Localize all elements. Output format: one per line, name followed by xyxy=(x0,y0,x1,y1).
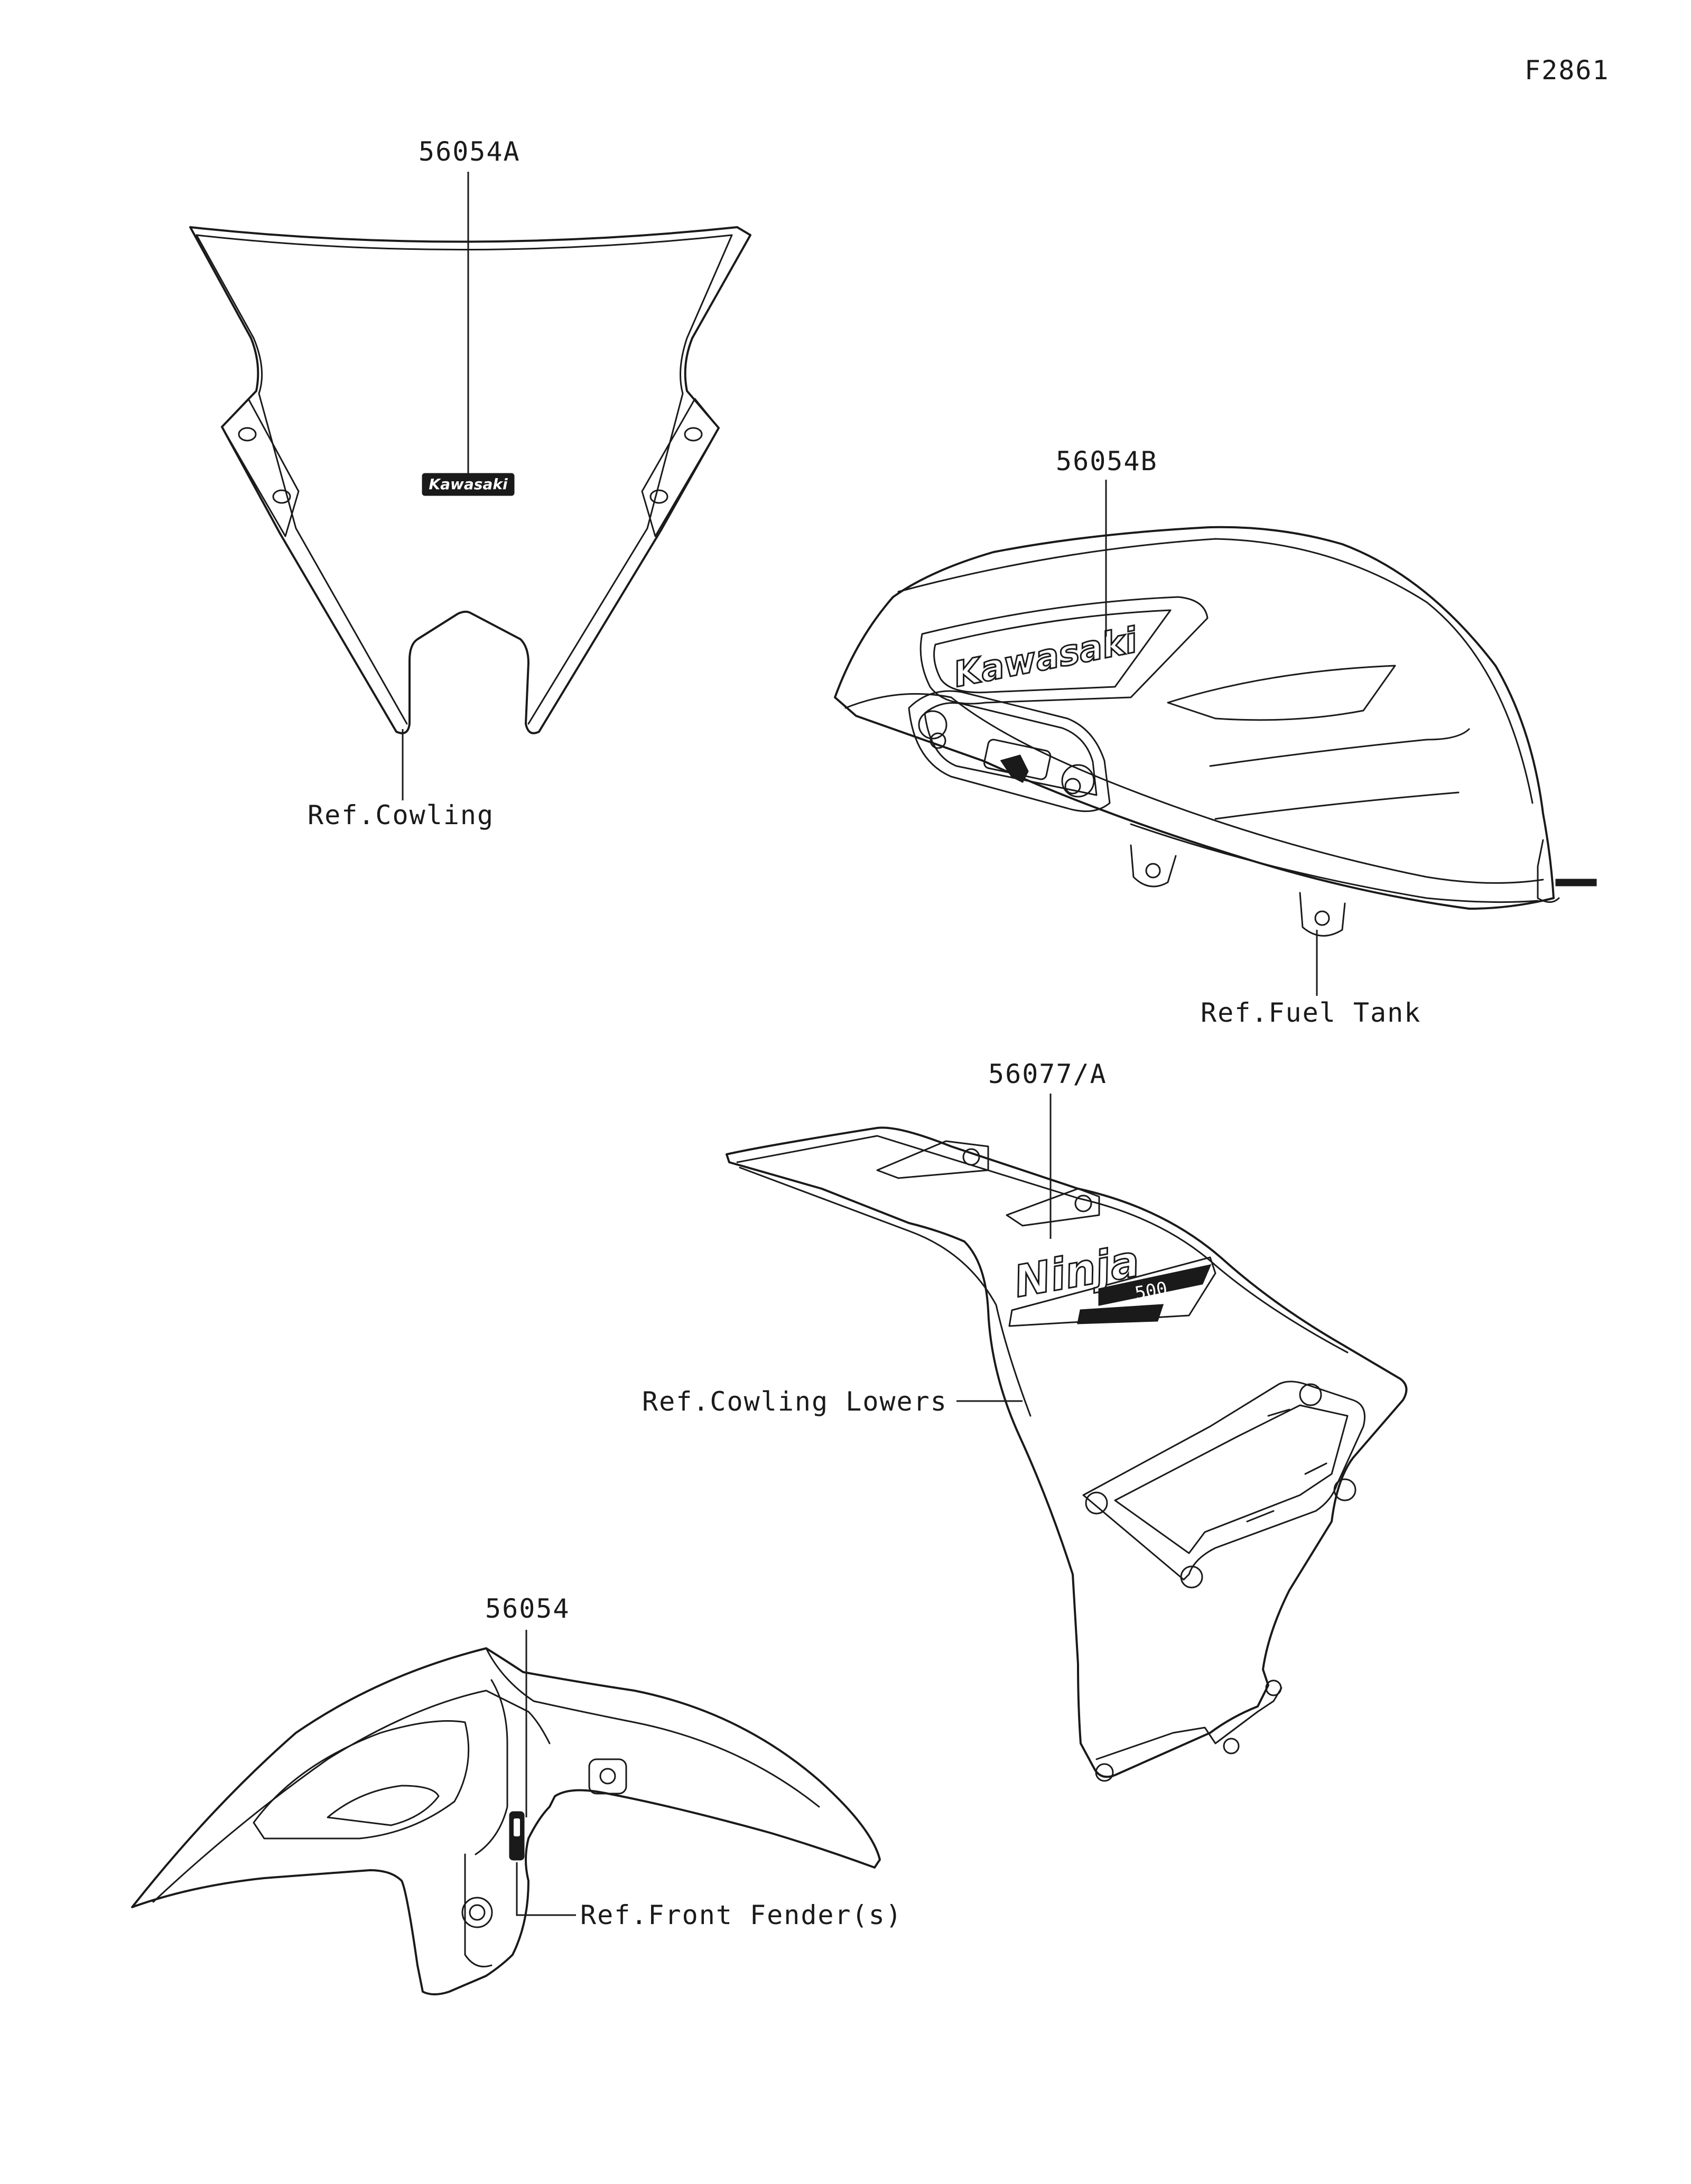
tank-cap-bracket xyxy=(908,690,1111,813)
cowling-lower-outline xyxy=(726,1126,1408,1778)
callout-ref-cowling: Ref.Cowling xyxy=(308,800,495,830)
cowling-upper-tab xyxy=(876,1140,989,1179)
windshield-top-band xyxy=(196,234,733,250)
ninja-decal-stripe xyxy=(1098,1264,1212,1306)
tank-fitting-right-inner xyxy=(1064,778,1081,795)
tank-lower-seam xyxy=(1130,823,1539,903)
tank-mount-tab-front xyxy=(1130,844,1177,888)
windshield-inner-right xyxy=(527,234,733,725)
leader-ref-front-fender xyxy=(516,1862,576,1916)
windshield-decal-logo: Kawasaki xyxy=(429,475,508,493)
mount-hole-left-lower xyxy=(272,489,291,504)
cowling-vent-slot-1 xyxy=(1267,1408,1290,1417)
tank-crease-2 xyxy=(1214,791,1460,820)
tank-hose xyxy=(1555,879,1597,886)
callout-ref-fuel-tank: Ref.Fuel Tank xyxy=(1201,997,1421,1028)
ninja-decal-hatch xyxy=(1077,1304,1164,1324)
cowling-vent-grommet-bottom xyxy=(1180,1565,1203,1589)
fender-mount-hole xyxy=(599,1768,616,1785)
windshield-inner-left xyxy=(196,234,408,725)
cowling-vent-grommet-right xyxy=(1333,1478,1356,1501)
fender-side-panel xyxy=(475,1679,508,1855)
tank-side-seam xyxy=(844,693,1544,884)
figure-code: F2861 xyxy=(1525,55,1610,86)
mount-hole-right-upper xyxy=(684,427,703,442)
fuel-tank-drawing: Kawasaki xyxy=(834,526,1597,937)
cowling-bottom-hole-left xyxy=(1095,1763,1114,1782)
cowling-bottom-bracket xyxy=(1095,1687,1283,1760)
front-fender-drawing xyxy=(131,1647,881,1995)
callout-56077a: 56077/A xyxy=(988,1059,1107,1089)
cowling-bottom-hole-right xyxy=(1265,1679,1282,1696)
cowling-upper-tab-hole xyxy=(962,1148,980,1166)
tank-knee-recess xyxy=(1167,665,1396,721)
fender-mount-tab xyxy=(588,1758,627,1795)
callout-56054: 56054 xyxy=(485,1593,570,1624)
tank-decal-logo: Kawasaki xyxy=(950,620,1141,695)
windshield-mount-right xyxy=(641,398,720,537)
callout-56054a: 56054A xyxy=(419,136,521,167)
tank-fitting-left-inner xyxy=(930,732,946,749)
cowling-vent-grommet-top xyxy=(1299,1383,1322,1406)
ninja-decal-plate xyxy=(1008,1256,1216,1327)
tank-rear-tab xyxy=(1537,839,1560,903)
mount-hole-left-upper xyxy=(238,427,257,442)
tank-fitting-left xyxy=(918,710,947,740)
cowling-vent-slot-2 xyxy=(1304,1462,1327,1475)
tank-mount-tab-rear xyxy=(1299,892,1346,937)
tank-cap-bracket-inner xyxy=(924,702,1098,796)
fender-bolt-boss xyxy=(461,1897,493,1928)
tank-outline xyxy=(834,526,1555,910)
fender-left-scoop-inner xyxy=(327,1785,440,1826)
mount-hole-right-lower xyxy=(649,489,668,504)
fender-left-scoop xyxy=(253,1720,470,1840)
windshield-mount-left xyxy=(221,398,300,537)
cowling-mid-tab xyxy=(1006,1188,1100,1227)
cowling-mid-tab-hole xyxy=(1074,1194,1092,1212)
cowling-vent-opening xyxy=(1114,1404,1349,1554)
tank-top-seam xyxy=(897,538,1534,804)
fender-leg xyxy=(464,1853,493,1967)
callout-ref-front-fender: Ref.Front Fender(s) xyxy=(580,1900,903,1930)
windshield-drawing: Kawasaki xyxy=(189,226,751,734)
cowling-vent-slot-3 xyxy=(1246,1510,1275,1523)
tank-latch-mark xyxy=(1000,754,1029,783)
tank-crease-1 xyxy=(1209,728,1470,767)
cowling-lower-inner-curve xyxy=(739,1166,1032,1417)
fender-top-ridge xyxy=(485,1647,820,1808)
tank-mount-hole-front xyxy=(1145,863,1161,879)
tank-mount-hole-rear xyxy=(1314,910,1330,926)
tank-decal-panel-inner xyxy=(933,609,1172,694)
cowling-vent-grommet-left xyxy=(1085,1491,1108,1515)
callout-56054b: 56054B xyxy=(1056,446,1158,477)
tank-decal-panel xyxy=(919,596,1209,705)
fender-bolt-hole xyxy=(469,1904,486,1921)
cowling-vent-frame xyxy=(1082,1380,1365,1581)
tank-fitting-right xyxy=(1061,764,1095,798)
cowling-lower-top-edge xyxy=(736,1135,1349,1354)
fender-decal-window xyxy=(514,1818,520,1836)
cowling-bottom-hole-mid xyxy=(1223,1738,1240,1754)
cowling-lower-drawing: Ninja 500 xyxy=(726,1126,1408,1782)
fender-inner-curve xyxy=(152,1690,551,1903)
callout-ref-cowling-lowers: Ref.Cowling Lowers xyxy=(642,1386,947,1417)
